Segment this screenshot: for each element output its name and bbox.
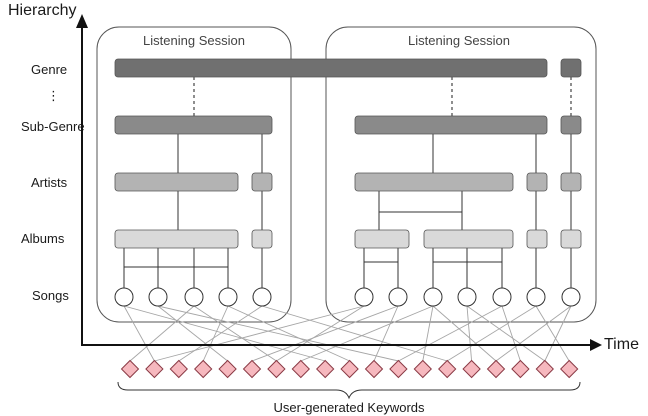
song-node-10 [492, 287, 512, 307]
keyword-link-19 [466, 305, 546, 362]
keyword-diamond-5 [218, 359, 237, 379]
level-label-genre: Genre [31, 62, 67, 77]
keyword-link-15 [300, 305, 434, 362]
listening-session-label-1: Listening Session [143, 33, 245, 48]
song-node-9 [457, 287, 477, 307]
vertical-ellipsis-icon: ⋮ [47, 88, 60, 103]
keyword-link-22 [535, 305, 570, 362]
y-axis-title: Hierarchy [8, 2, 76, 19]
artist-bar-1 [114, 172, 239, 192]
keyword-link-17 [432, 305, 497, 362]
songs-group [114, 287, 581, 307]
song-node-8 [423, 287, 443, 307]
subgenre-bar-2 [354, 115, 548, 135]
keyword-links [123, 305, 572, 362]
album-bar-4 [423, 229, 514, 249]
keyword-diamond-10 [340, 359, 359, 379]
song-node-1 [114, 287, 134, 307]
listening-session-box-1 [96, 26, 292, 323]
keyword-diamond-18 [535, 359, 554, 379]
keyword-diamond-15 [462, 359, 481, 379]
keyword-link-16 [422, 305, 434, 362]
listening-session-label-2: Listening Session [408, 33, 510, 48]
album-bar-2 [251, 229, 273, 249]
keyword-link-9 [178, 305, 263, 362]
artist-bar-2 [251, 172, 273, 192]
keyword-link-1 [123, 305, 155, 362]
listening-session-box-2 [325, 26, 597, 323]
keyword-link-12 [154, 305, 365, 362]
keywords-brace [117, 381, 581, 400]
keyword-diamond-17 [511, 359, 530, 379]
song-node-2 [148, 287, 168, 307]
keyword-diamond-1 [120, 359, 140, 379]
keyword-diamond-4 [194, 359, 213, 379]
keyword-link-7 [202, 305, 229, 362]
level-label-albums: Albums [21, 231, 65, 246]
keyword-link-13 [373, 305, 399, 362]
tree-connectors [123, 134, 572, 288]
keyword-diamond-7 [267, 359, 286, 379]
genre-bar-small [560, 58, 582, 78]
dashed-connectors [193, 77, 572, 116]
keyword-link-23 [446, 305, 537, 362]
subgenre-bar-3 [560, 115, 582, 135]
keyword-diamond-12 [389, 359, 408, 379]
level-label-subgenre: Sub-Genre [21, 119, 85, 134]
song-node-4 [218, 287, 238, 307]
song-node-3 [184, 287, 204, 307]
keyword-diamond-2 [145, 359, 164, 379]
song-node-12 [561, 287, 581, 307]
album-bar-3 [354, 229, 410, 249]
keyword-diamond-16 [486, 359, 506, 379]
genre-bar-main [114, 58, 548, 78]
keyword-link-24 [495, 305, 572, 362]
keyword-diamond-3 [169, 359, 188, 379]
y-axis-arrow-icon [76, 14, 88, 28]
keyword-link-21 [501, 305, 521, 362]
song-node-11 [526, 287, 546, 307]
x-axis-arrow-icon [590, 339, 602, 351]
keyword-link-18 [466, 305, 473, 362]
keyword-link-5 [129, 305, 195, 362]
keyword-diamond-11 [364, 359, 384, 379]
song-node-6 [354, 287, 374, 307]
keyword-link-11 [276, 305, 365, 362]
axes [81, 26, 597, 346]
artist-bar-5 [560, 172, 582, 192]
subgenre-bar-1 [114, 115, 273, 135]
artist-bar-3 [354, 172, 514, 192]
keywords-group [120, 359, 579, 379]
keyword-diamond-14 [438, 359, 457, 379]
keyword-link-14 [251, 305, 399, 362]
album-bar-1 [114, 229, 239, 249]
album-bar-5 [526, 229, 548, 249]
keyword-diamond-8 [291, 359, 310, 379]
keyword-link-25 [544, 305, 572, 362]
song-node-5 [252, 287, 272, 307]
level-label-artists: Artists [31, 175, 68, 190]
keyword-diamond-9 [316, 359, 335, 379]
keyword-diamond-13 [413, 359, 432, 379]
keyword-diamond-6 [242, 359, 262, 379]
album-bar-6 [560, 229, 582, 249]
x-axis-title: Time [604, 336, 639, 353]
artist-bar-4 [526, 172, 548, 192]
keyword-diamond-19 [560, 359, 579, 379]
keywords-label: User-generated Keywords [273, 400, 425, 415]
song-node-7 [388, 287, 408, 307]
keyword-link-3 [157, 305, 228, 362]
keyword-link-6 [193, 305, 277, 362]
keyword-link-4 [157, 305, 399, 362]
keyword-link-20 [398, 305, 503, 362]
level-label-songs: Songs [32, 288, 69, 303]
